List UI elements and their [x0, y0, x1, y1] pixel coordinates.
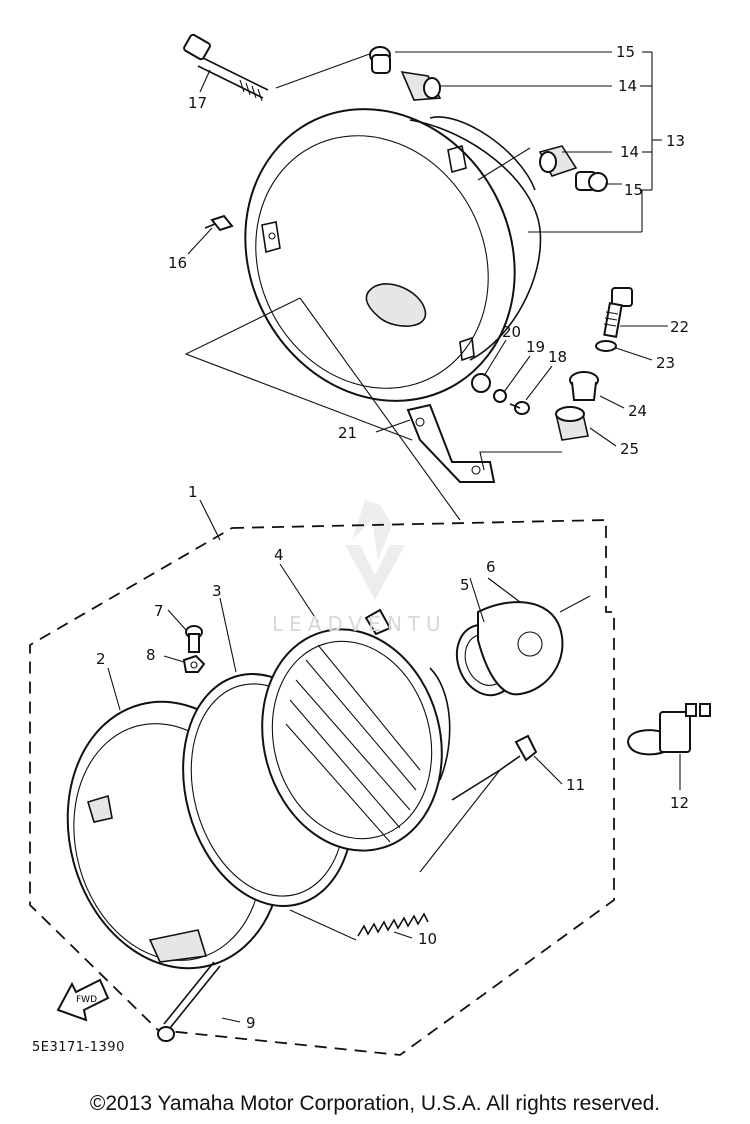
- spring-10: [357, 912, 429, 937]
- callout-7: 7: [154, 602, 164, 620]
- callout-13-bracket: [395, 51, 662, 233]
- watermark-logo: [345, 500, 405, 600]
- washer-23: [595, 340, 617, 352]
- callout-25: 25: [620, 440, 639, 458]
- callout-14-right: 14: [620, 143, 639, 161]
- callout-22: 22: [670, 318, 689, 336]
- watermark-text: LEADVENTU: [272, 612, 447, 636]
- assembly-lines-lower: [289, 595, 591, 941]
- screw-7: [185, 625, 203, 653]
- collar-24: [569, 371, 599, 401]
- forward-arrow-icon: FWD: [56, 978, 110, 1022]
- callout-15-right: 15: [624, 181, 643, 199]
- callout-4: 4: [274, 546, 284, 564]
- callout-1: 1: [188, 483, 198, 501]
- headlight-exploded-diagram: FWD 1 2 3 4 5 6 7: [29, 33, 711, 1056]
- callout-14-top: 14: [618, 77, 637, 95]
- callout-20: 20: [502, 323, 521, 341]
- bolt-17: [183, 33, 376, 102]
- headlight-body-shell: [244, 108, 542, 402]
- copyright-notice: ©2013 Yamaha Motor Corporation, U.S.A. A…: [89, 1092, 661, 1115]
- washer-20: [471, 373, 491, 393]
- lens-unit-4: [261, 608, 451, 852]
- callout-3: 3: [212, 582, 222, 600]
- grommet-25: [555, 406, 589, 441]
- callout-8: 8: [146, 646, 156, 664]
- clip-11: [451, 734, 538, 801]
- bracket-21: [406, 403, 496, 483]
- callout-12: 12: [670, 794, 689, 812]
- callout-5: 5: [460, 576, 470, 594]
- callout-24: 24: [628, 402, 647, 420]
- leader-14-right: [477, 147, 531, 181]
- callout-16: 16: [168, 254, 187, 272]
- callout-19: 19: [526, 338, 545, 356]
- callout-11: 11: [566, 776, 585, 794]
- washer-19: [493, 389, 507, 403]
- callout-23: 23: [656, 354, 675, 372]
- callout-13: 13: [666, 132, 685, 150]
- collar-15-right: [575, 171, 608, 192]
- callout-10: 10: [418, 930, 437, 948]
- nut-8: [182, 654, 206, 673]
- callout-9: 9: [246, 1014, 256, 1032]
- bolt-22: [603, 287, 633, 338]
- grommet-14-right: [538, 145, 578, 177]
- drawing-code: 5E3171-1390: [32, 1040, 125, 1055]
- screw-18: [509, 401, 530, 415]
- assembly-1-dashed-boundary: [29, 519, 615, 1056]
- callout-21: 21: [338, 424, 357, 442]
- forward-label: FWD: [76, 995, 97, 1005]
- bulb-12: [626, 703, 711, 756]
- callout-leaders: [107, 69, 681, 1023]
- screw-9: [157, 961, 221, 1042]
- callout-numbers: 1 2 3 4 5 6 7 8 9 10 11 12 13 14 14 15 1…: [96, 43, 689, 1032]
- grommet-14-top: [400, 70, 442, 101]
- collar-15-top: [369, 46, 391, 74]
- assembly-lines-upper: [184, 297, 562, 521]
- cover-6: [477, 601, 564, 696]
- screw-16: [204, 214, 234, 232]
- callout-18: 18: [548, 348, 567, 366]
- callout-15-top: 15: [616, 43, 635, 61]
- callout-6: 6: [486, 558, 496, 576]
- callout-2: 2: [96, 650, 106, 668]
- callout-17: 17: [188, 94, 207, 112]
